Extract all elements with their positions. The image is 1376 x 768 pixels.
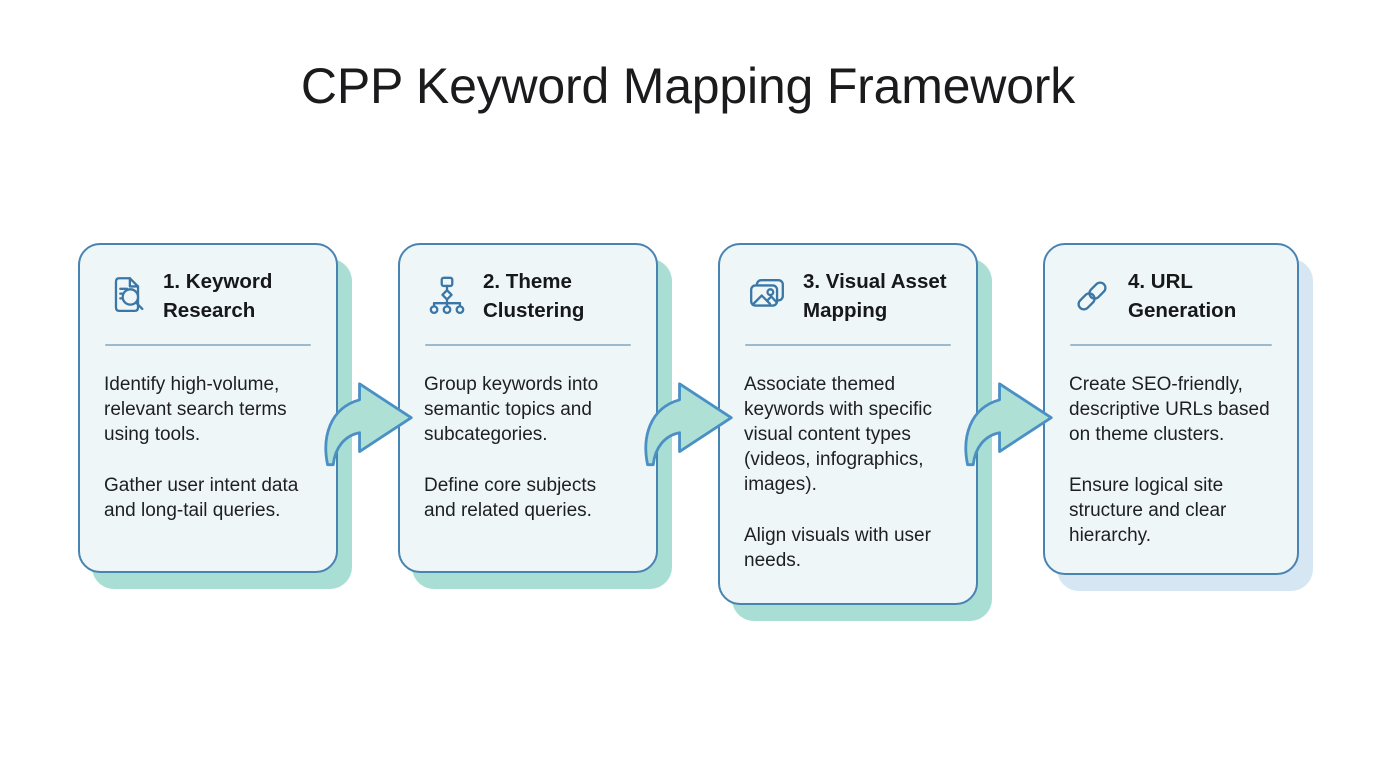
card-paragraph: Identify high-volume, relevant search te… (104, 374, 287, 446)
divider (745, 344, 951, 347)
card-paragraph: Group keywords into semantic topics and … (424, 374, 599, 446)
page-title: CPP Keyword Mapping Framework (300, 58, 1076, 114)
card-heading: 2. Theme Clustering (483, 270, 585, 323)
card-paragraph: Ensure logical site structure and clear … (1069, 475, 1227, 547)
card-visual-asset-mapping: 3. Visual Asset Mapping Associate themed… (718, 243, 978, 605)
card-paragraph: Associate themed keywords with specific … (744, 374, 932, 496)
divider (425, 344, 631, 347)
card-theme-clustering: 2. Theme Clustering Group keywords into … (398, 243, 658, 573)
divider (1070, 344, 1272, 347)
divider (105, 344, 311, 347)
card-paragraph: Align visuals with user needs. (744, 525, 931, 572)
card-header: 3. Visual Asset Mapping (744, 267, 952, 325)
card-header: 2. Theme Clustering (424, 267, 632, 325)
card-keyword-research: 1. Keyword Research Identify high-volume… (78, 243, 338, 573)
card-paragraph: Define core subjects and related queries… (424, 475, 597, 522)
card-paragraph: Gather user intent data and long-tail qu… (104, 475, 299, 522)
card-paragraph: Create SEO-friendly, descriptive URLs ba… (1069, 374, 1270, 446)
sitemap-icon (424, 273, 470, 319)
card-heading: 1. Keyword Research (163, 270, 273, 323)
flow-arrow-2 (644, 382, 733, 467)
card-heading: 3. Visual Asset Mapping (803, 270, 947, 323)
link-icon (1069, 273, 1115, 319)
card-heading: 4. URL Generation (1128, 270, 1237, 323)
card-header: 4. URL Generation (1069, 267, 1273, 325)
image-icon (744, 273, 790, 319)
card-url-generation: 4. URL Generation Create SEO-friendly, d… (1043, 243, 1299, 575)
card-header: 1. Keyword Research (104, 267, 312, 325)
document-search-icon (104, 273, 150, 319)
flow-arrow-3 (964, 382, 1053, 467)
flow-arrow-1 (324, 382, 413, 467)
